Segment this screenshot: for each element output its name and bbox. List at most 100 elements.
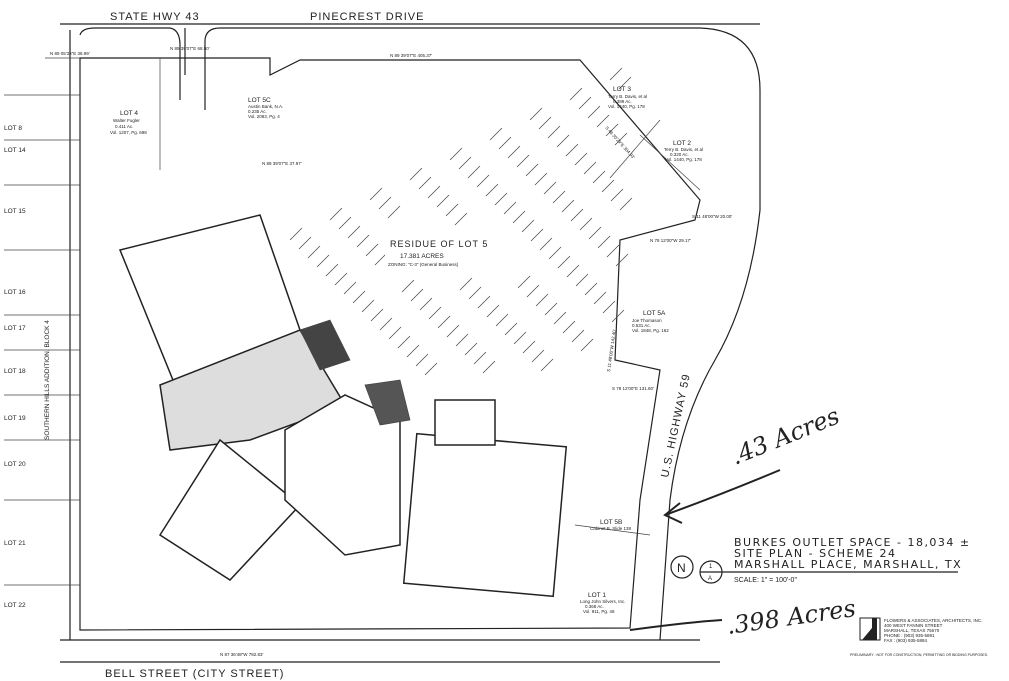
parking-stall bbox=[596, 114, 610, 128]
parking-stall bbox=[486, 304, 500, 318]
parking-stall bbox=[347, 225, 361, 239]
parking-stall bbox=[428, 306, 442, 320]
building-annex bbox=[434, 399, 496, 446]
lot-area: 17.381 ACRES bbox=[400, 253, 444, 260]
parking-stall bbox=[459, 277, 473, 291]
parking-stall bbox=[615, 253, 629, 267]
west-lot-label: LOT 15 bbox=[4, 208, 26, 215]
parking-stall bbox=[410, 288, 424, 302]
lot-area: 0.368 Ac. bbox=[585, 604, 604, 609]
parking-stall bbox=[485, 183, 499, 197]
parking-stall bbox=[529, 107, 543, 121]
parcel-residue-lot5: RESIDUE OF LOT 5 17.381 ACRES ZONING: "C… bbox=[385, 236, 505, 270]
parking-stall bbox=[379, 317, 393, 331]
bearing-label: N 87 36'48"W 782.83' bbox=[220, 652, 263, 657]
architect-logo bbox=[859, 617, 881, 641]
parking-stall bbox=[556, 134, 570, 148]
parking-stall bbox=[535, 293, 549, 307]
lot-owner: Joe Thomason bbox=[632, 318, 662, 323]
arrow-icon bbox=[663, 502, 683, 524]
bearing-label: S 11 48'00"W 142.40' bbox=[606, 329, 617, 372]
lot-label: LOT 5B bbox=[600, 519, 622, 526]
parking-stall bbox=[593, 291, 607, 305]
parking-stall bbox=[467, 165, 481, 179]
parking-stall bbox=[578, 96, 592, 110]
parking-stall bbox=[571, 329, 585, 343]
parking-stall bbox=[583, 161, 597, 175]
parking-stall bbox=[522, 340, 536, 354]
bearing-labels: N 89 39'07"E 405.37' N 87 36'48"W 782.83… bbox=[50, 46, 732, 657]
parcel-lot1: LOT 1 Long John Silvers, Inc. 0.368 Ac. … bbox=[580, 592, 626, 614]
parking-stall bbox=[534, 172, 548, 186]
parking-stall bbox=[526, 284, 540, 298]
lot-zoning: ZONING: "C-3" (General Business) bbox=[388, 262, 459, 267]
parcel-lot5a: LOT 5A Joe Thomason 0.531 Ac. Vol. 1848,… bbox=[632, 310, 669, 333]
parking-stall bbox=[592, 170, 606, 184]
title-block: N 1 A BURKES OUTLET SPACE - 18,034 ± SIT… bbox=[670, 536, 971, 584]
lot-label: LOT 5A bbox=[643, 310, 666, 317]
parking-stall bbox=[606, 244, 620, 258]
street-bell-street: BELL STREET (CITY STREET) bbox=[105, 668, 284, 680]
parking-stall bbox=[468, 286, 482, 300]
parking-stall bbox=[334, 272, 348, 286]
parking-stall bbox=[458, 156, 472, 170]
west-lot-label: LOT 17 bbox=[4, 325, 26, 332]
lot-owner: Long John Silvers, Inc. bbox=[580, 599, 626, 604]
parking-stall bbox=[566, 264, 580, 278]
parking-stall bbox=[445, 203, 459, 217]
parking-stall bbox=[473, 351, 487, 365]
parking-stall bbox=[418, 176, 432, 190]
parking-stall bbox=[329, 207, 343, 221]
parking-stall bbox=[544, 302, 558, 316]
parking-stall bbox=[610, 188, 624, 202]
parking-stall bbox=[543, 181, 557, 195]
lot-label: LOT 5C bbox=[248, 97, 271, 104]
parking-stall bbox=[436, 194, 450, 208]
bearing-label: N 89 39'07"E 68.50' bbox=[170, 46, 210, 51]
parking-stall bbox=[415, 353, 429, 367]
parking-stall bbox=[455, 333, 469, 347]
lot-record: Vol. 2083, Pg. 4 bbox=[248, 114, 280, 119]
architect-street: 400 WEST FANNIN STREET bbox=[884, 623, 943, 628]
west-lot-label: LOT 16 bbox=[4, 289, 26, 296]
parking-stall bbox=[494, 192, 508, 206]
lot-label: LOT 2 bbox=[673, 140, 691, 147]
parcel-lot2: LOT 2 Terry B. Davis, et al 0.320 Ac. Vo… bbox=[664, 140, 703, 162]
parking-stall bbox=[552, 190, 566, 204]
parking-stall bbox=[477, 295, 491, 309]
parking-stall bbox=[298, 236, 312, 250]
bearing-label: N 89 05'36"E 38.99' bbox=[50, 51, 90, 56]
parking-stall bbox=[561, 199, 575, 213]
parking-stall bbox=[597, 235, 611, 249]
parking-stall bbox=[579, 217, 593, 231]
parking-stall bbox=[575, 273, 589, 287]
west-lot-label: LOT 19 bbox=[4, 415, 26, 422]
parking-stall bbox=[464, 342, 478, 356]
lot-area: 0.389 Ac. bbox=[613, 99, 632, 104]
parking-stall bbox=[569, 87, 583, 101]
parking-stall bbox=[557, 255, 571, 269]
parking-stall bbox=[570, 208, 584, 222]
parking-stall bbox=[289, 227, 303, 241]
parking-stall bbox=[587, 105, 601, 119]
parking-stall bbox=[498, 136, 512, 150]
bearing-label: N 78 12'00"W 29.17' bbox=[650, 238, 691, 243]
parking-stall bbox=[482, 360, 496, 374]
lot-record: Vol. 1207, Pg. 698 bbox=[110, 130, 147, 135]
parking-stall bbox=[316, 254, 330, 268]
parcel-lot3: LOT 3 Terry B. Davis, et al 0.389 Ac. Vo… bbox=[608, 86, 647, 109]
parking-stall bbox=[378, 196, 392, 210]
parking-stall bbox=[454, 212, 468, 226]
lot-area: 0.235 Ac. bbox=[248, 109, 267, 114]
lot-area: 0.531 Ac. bbox=[632, 323, 651, 328]
parking-stall bbox=[513, 331, 527, 345]
handwritten-acres: .43 Acres bbox=[727, 402, 844, 471]
adjacent-subdivision-label: SOUTHERN HILLS ADDITION, BLOCK 4 bbox=[44, 320, 51, 440]
architect-phone: PHONE : (903) 935-5891 bbox=[884, 633, 935, 638]
west-lot-label: LOT 21 bbox=[4, 540, 26, 547]
lot-record: Cabinet B, Slide 138 bbox=[590, 526, 632, 531]
lot-label: RESIDUE OF LOT 5 bbox=[390, 239, 488, 249]
title-line-1: BURKES OUTLET SPACE - 18,034 ± bbox=[734, 536, 971, 549]
